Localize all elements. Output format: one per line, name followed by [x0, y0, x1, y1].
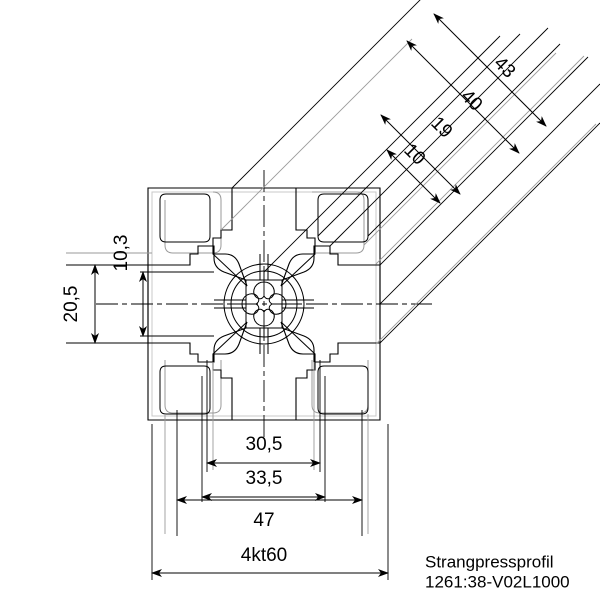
center-lines: [96, 170, 432, 438]
core-bore: [214, 254, 314, 354]
dimension-label-4kt60: 4kt60: [241, 545, 287, 566]
dimension-label-43: 43: [489, 53, 519, 83]
profile-back-surface: [151, 191, 377, 417]
left-extension-lines: [66, 264, 150, 344]
dimension-horizontal-4kt60: 4kt60: [151, 545, 389, 577]
dimension-vertical-10-3: 10,3: [111, 235, 214, 337]
corner-chamber-top-left: [159, 193, 211, 243]
dimension-horizontal-30-5: 30,5: [206, 434, 321, 467]
dimension-label-30-5: 30,5: [246, 434, 283, 455]
corner-chamber-bottom-right: [317, 365, 369, 415]
diagonal-extension-lines: [231, 0, 600, 344]
dimension-label-33-5: 33,5: [246, 468, 283, 489]
caption-line-1: Strangpressprofil: [425, 552, 554, 571]
dimension-vertical-20-5: 20,5: [61, 264, 99, 344]
dimension-label-20-5: 20,5: [61, 286, 82, 323]
dimension-label-40: 40: [456, 86, 486, 116]
dimension-diagonal-43: 43: [433, 13, 547, 127]
dimension-label-19: 19: [426, 113, 456, 143]
title-block: Strangpressprofil 1261:38-V02L1000: [425, 552, 570, 591]
dimension-label-10-3: 10,3: [111, 235, 132, 272]
corner-chamber-top-right: [317, 193, 369, 243]
dimension-label-47: 47: [253, 510, 274, 531]
dimension-horizontal-47: 47: [176, 496, 363, 531]
corner-chamber-bottom-left: [159, 365, 211, 415]
bottom-extension-lines-secondary: [164, 362, 369, 534]
dimension-horizontal-33-5: 33,5: [201, 468, 326, 501]
bottom-extension-lines: [151, 360, 389, 580]
profile-cross-section: [96, 170, 432, 438]
dimension-label-10: 10: [399, 140, 429, 170]
caption-line-2: 1261:38-V02L1000: [425, 572, 570, 591]
